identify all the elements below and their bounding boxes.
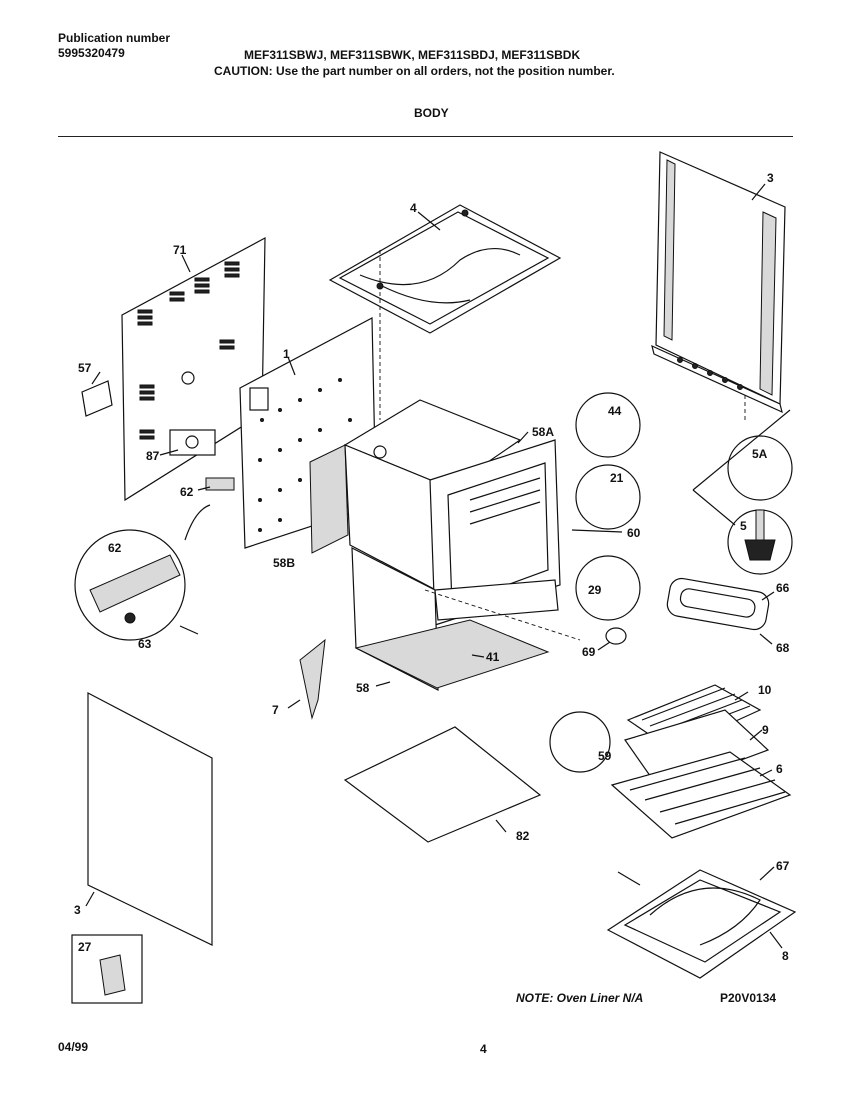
publication-label: Publication number xyxy=(58,31,171,45)
callout-62-detail: 62 xyxy=(108,541,122,555)
callout-9: 9 xyxy=(762,723,769,737)
callout-3-top: 3 xyxy=(767,171,774,185)
callout-67: 67 xyxy=(776,859,790,873)
knob-detail xyxy=(575,392,641,458)
callout-27: 27 xyxy=(78,940,92,954)
callout-71: 71 xyxy=(173,243,187,257)
bottom-panel xyxy=(343,726,542,843)
callout-87: 87 xyxy=(146,449,160,463)
callout-7: 7 xyxy=(272,703,279,717)
callout-60: 60 xyxy=(627,526,641,540)
drawing-id: P20V0134 xyxy=(720,991,777,1005)
model-numbers: MEF311SBWJ, MEF311SBWK, MEF311SBDJ, MEF3… xyxy=(244,48,581,62)
callout-10: 10 xyxy=(758,683,772,697)
header-divider xyxy=(58,136,793,137)
callout-21: 21 xyxy=(610,471,624,485)
callout-57: 57 xyxy=(78,361,92,375)
callout-62: 62 xyxy=(180,485,194,499)
callout-69: 69 xyxy=(582,645,596,659)
callout-8: 8 xyxy=(782,949,789,963)
section-title: BODY xyxy=(414,106,449,120)
caution-note: CAUTION: Use the part number on all orde… xyxy=(214,64,615,78)
callout-3-bottom: 3 xyxy=(74,903,81,917)
clip-detail xyxy=(575,464,641,530)
leveling-leg-detail xyxy=(692,409,793,575)
callout-58: 58 xyxy=(356,681,370,695)
callout-1: 1 xyxy=(283,347,290,361)
bracket-detail xyxy=(575,555,641,621)
callout-29: 29 xyxy=(588,583,602,597)
side-panel-left xyxy=(87,692,213,946)
callout-58B: 58B xyxy=(273,556,295,570)
callout-41: 41 xyxy=(486,650,500,664)
access-plate xyxy=(81,380,113,417)
oven-rack xyxy=(610,751,792,839)
publication-number: 5995320479 xyxy=(58,46,125,60)
callout-59: 59 xyxy=(598,749,612,763)
terminal-block xyxy=(205,477,235,491)
callout-68: 68 xyxy=(776,641,790,655)
oven-cavity xyxy=(343,399,561,626)
bake-element-tray xyxy=(606,869,797,979)
foot-detail xyxy=(549,711,611,773)
callout-58A: 58A xyxy=(532,425,554,439)
broil-element xyxy=(666,577,770,631)
leader-lines xyxy=(85,183,783,949)
top-support-bracket xyxy=(328,204,562,420)
clip-inset-box xyxy=(71,934,143,1004)
callout-63: 63 xyxy=(138,637,152,651)
bottom-insulation xyxy=(354,619,550,689)
callout-4: 4 xyxy=(410,201,417,215)
insulation-side xyxy=(309,444,349,554)
plug-button xyxy=(605,627,627,645)
callout-5: 5 xyxy=(740,519,747,533)
back-panel xyxy=(121,236,266,502)
oven-liner-note: NOTE: Oven Liner N/A xyxy=(516,991,644,1005)
callout-44: 44 xyxy=(608,404,622,418)
callout-66: 66 xyxy=(776,581,790,595)
broiler-pan xyxy=(624,709,770,791)
callout-5A: 5A xyxy=(752,447,768,461)
callout-6: 6 xyxy=(776,762,783,776)
page-number: 4 xyxy=(480,1042,487,1056)
side-panel-right xyxy=(651,151,786,420)
terminal-block-detail xyxy=(74,504,211,641)
footer-date: 04/99 xyxy=(58,1040,89,1054)
door-hinge-part xyxy=(299,638,326,720)
callout-82: 82 xyxy=(516,829,530,843)
